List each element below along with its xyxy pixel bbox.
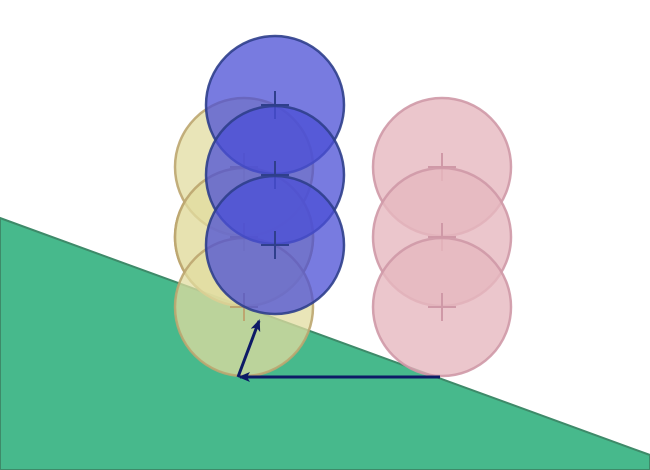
upslope-arrow bbox=[236, 319, 261, 378]
force-vectors bbox=[236, 319, 440, 382]
blue-circle-group bbox=[204, 34, 346, 316]
blue-circle bbox=[204, 174, 346, 316]
pink-circle-group bbox=[371, 96, 513, 378]
pink-circle bbox=[371, 236, 513, 378]
